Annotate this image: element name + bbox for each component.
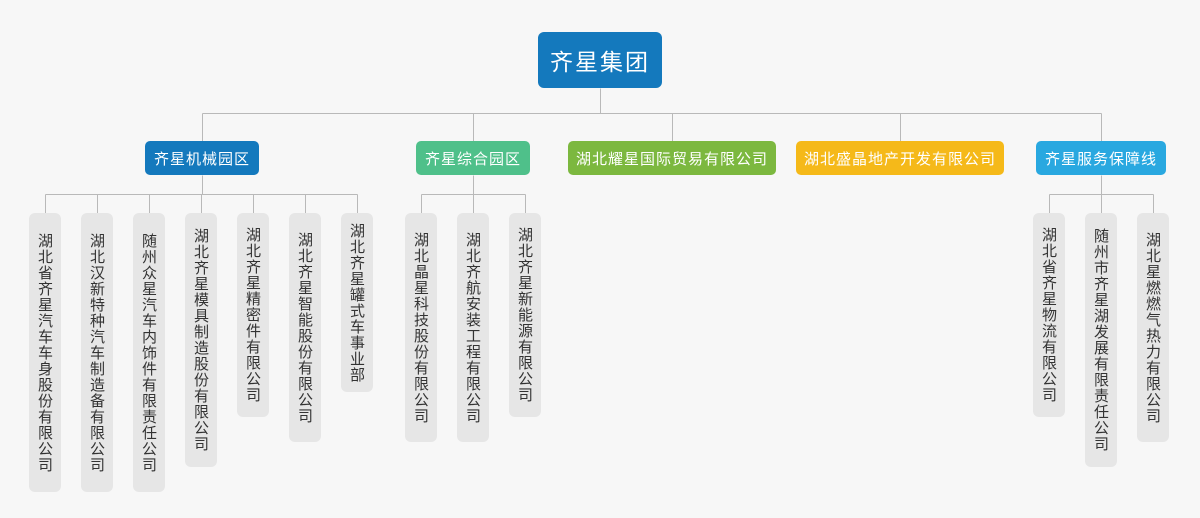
org-leaf-node[interactable]: 湖北齐星智能股份有限公司 — [289, 213, 321, 442]
org-leaf-node[interactable]: 湖北齐星新能源有限公司 — [509, 213, 541, 417]
org-leaf-node[interactable]: 湖北齐星模具制造股份有限公司 — [185, 213, 217, 467]
org-node-mechanical-park[interactable]: 齐星机械园区 — [145, 141, 259, 175]
org-leaf-node[interactable]: 随州市齐星湖发展有限责任公司 — [1085, 213, 1117, 467]
org-node-yaoxing-trade[interactable]: 湖北耀星国际贸易有限公司 — [568, 141, 776, 175]
org-leaf-node[interactable]: 湖北晶星科技股份有限公司 — [405, 213, 437, 442]
org-leaf-node[interactable]: 湖北省齐星汽车车身股份有限公司 — [29, 213, 61, 492]
org-node-comprehensive-park[interactable]: 齐星综合园区 — [416, 141, 530, 175]
org-node-service-guarantee-line[interactable]: 齐星服务保障线 — [1036, 141, 1166, 175]
org-node-shengjing-realestate[interactable]: 湖北盛晶地产开发有限公司 — [796, 141, 1004, 175]
org-leaf-node[interactable]: 湖北齐星罐式车事业部 — [341, 213, 373, 392]
org-leaf-node[interactable]: 湖北齐航安装工程有限公司 — [457, 213, 489, 442]
org-leaf-node[interactable]: 湖北星燃燃气热力有限公司 — [1137, 213, 1169, 442]
org-node-root[interactable]: 齐星集团 — [538, 32, 662, 88]
org-leaf-node[interactable]: 随州众星汽车内饰件有限责任公司 — [133, 213, 165, 492]
org-leaf-node[interactable]: 湖北省齐星物流有限公司 — [1033, 213, 1065, 417]
org-leaf-node[interactable]: 湖北齐星精密件有限公司 — [237, 213, 269, 417]
org-leaf-node[interactable]: 湖北汉新特种汽车制造备有限公司 — [81, 213, 113, 492]
